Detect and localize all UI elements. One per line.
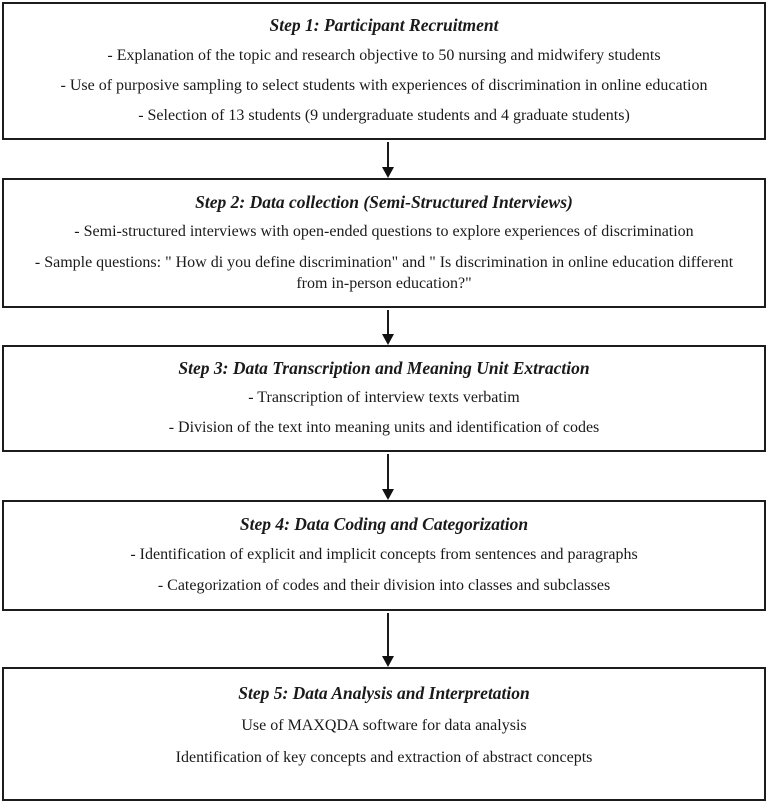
step-3-title: Step 3: Data Transcription and Meaning U… [178, 358, 590, 379]
step-3-line-1: - Transcription of interview texts verba… [248, 389, 520, 407]
step-1-box: Step 1: Participant Recruitment - Explan… [2, 2, 766, 140]
step-3-line-2: - Division of the text into meaning unit… [168, 419, 600, 437]
arrow-shaft [386, 142, 389, 167]
arrow-head [381, 334, 394, 345]
step-5-line-1: Use of MAXQDA software for data analysis [241, 716, 527, 734]
arrow-shaft [386, 310, 389, 334]
connector-1 [2, 140, 766, 178]
connector-4 [2, 611, 766, 667]
step-1-line-1: - Explanation of the topic and research … [107, 46, 661, 64]
step-1-line-3: - Selection of 13 students (9 undergradu… [138, 106, 630, 124]
down-arrow-icon [381, 611, 394, 667]
step-5-line-2: Identification of key concepts and extra… [175, 749, 593, 767]
down-arrow-icon [381, 140, 394, 178]
step-2-line-1: - Semi-structured interviews with open-e… [74, 223, 694, 241]
down-arrow-icon [381, 308, 394, 345]
step-5-box: Step 5: Data Analysis and Interpretation… [2, 667, 766, 801]
step-1-title: Step 1: Participant Recruitment [269, 15, 499, 36]
down-arrow-icon [381, 452, 394, 500]
arrow-head [381, 489, 394, 500]
arrow-shaft [386, 613, 389, 656]
step-2-line-2: - Sample questions: " How di you define … [34, 253, 734, 292]
step-4-box: Step 4: Data Coding and Categorization -… [2, 500, 766, 611]
step-3-box: Step 3: Data Transcription and Meaning U… [2, 345, 766, 452]
connector-3 [2, 452, 766, 500]
step-5-title: Step 5: Data Analysis and Interpretation [238, 682, 530, 703]
arrow-shaft [386, 454, 389, 489]
step-2-title: Step 2: Data collection (Semi-Structured… [195, 191, 573, 212]
arrow-head [381, 167, 394, 178]
step-4-line-1: - Identification of explicit and implici… [130, 546, 638, 564]
connector-2 [2, 308, 766, 345]
step-4-line-2: - Categorization of codes and their divi… [157, 577, 611, 595]
step-1-line-2: - Use of purposive sampling to select st… [60, 76, 708, 94]
arrow-head [381, 656, 394, 667]
step-2-box: Step 2: Data collection (Semi-Structured… [2, 178, 766, 308]
step-4-title: Step 4: Data Coding and Categorization [239, 514, 529, 535]
